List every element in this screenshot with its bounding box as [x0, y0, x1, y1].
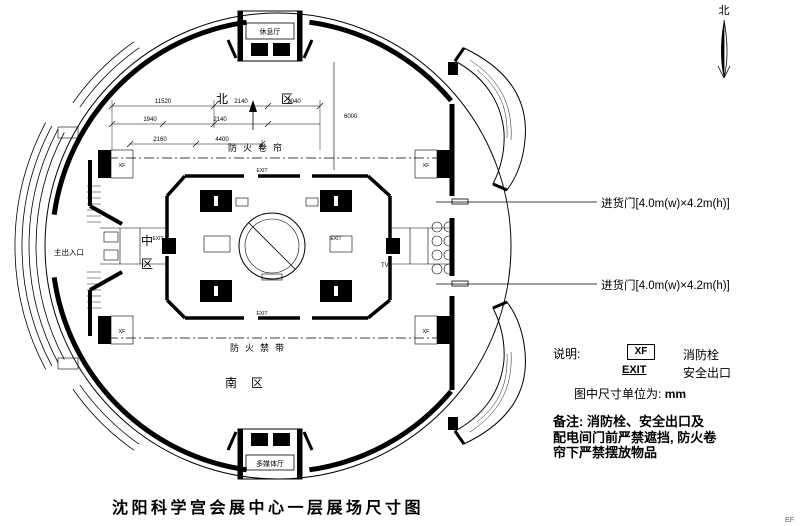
main-entrance-structure: [57, 126, 123, 370]
fire-shutter-lines: [108, 157, 448, 339]
zone-south-char1: 南: [225, 375, 237, 390]
legend-heading: 说明:: [553, 347, 581, 361]
legend-exit-symbol: EXIT: [622, 364, 647, 376]
delivery-door-annotation-1: 进货门[4.0m(w)×4.2m(h)]: [601, 198, 730, 210]
central-hall: [162, 174, 400, 320]
xf-marker: XF: [422, 329, 430, 335]
legend-xf-symbol: XF: [627, 344, 655, 360]
dim-label: 2160: [153, 137, 167, 143]
exit-marker: EXIT: [152, 236, 163, 242]
drawing-caption: 沈阳科学宫会展中心一层展场尺寸图: [112, 500, 425, 517]
upper-wing: [448, 47, 526, 192]
south-annex: 多媒体厅: [226, 428, 314, 480]
zone-north-char2: 区: [281, 92, 293, 106]
exit-marker: EXIT: [256, 168, 267, 174]
entrance-stair-hatch: [87, 185, 101, 309]
plan-north-arrow-icon: [249, 100, 257, 130]
lower-wing: [448, 300, 526, 445]
dim-label: 11520: [155, 99, 172, 105]
annotation-leader-lines: [436, 201, 597, 285]
dim-label: 6000: [344, 114, 358, 120]
building-outline-circle: [44, 12, 512, 480]
exit-marker: EXIT: [256, 311, 267, 317]
tv-marker: TV: [381, 263, 389, 269]
exit-marker: EXIT: [330, 236, 341, 242]
legend-units-label: 图中尺寸单位为:: [574, 387, 662, 401]
zone-north-char1: 北: [216, 92, 228, 106]
dim-label: 2140: [234, 99, 248, 105]
xf-marker: XF: [118, 163, 126, 169]
dim-label: 1940: [143, 117, 157, 123]
perimeter-walls: [51, 19, 454, 473]
north-annex-label: 休息厅: [260, 27, 281, 36]
dim-label: 2040: [287, 99, 301, 105]
left-canopy-arcs: [14, 41, 140, 451]
corner-mark: EF: [785, 517, 794, 524]
stair-block: [273, 433, 290, 446]
north-compass-label: 北: [719, 4, 730, 17]
zone-south-char2: 区: [251, 376, 263, 390]
stair-block: [251, 433, 268, 446]
dimension-lines: [108, 62, 335, 170]
zone-middle-char1: 中: [141, 233, 153, 248]
xf-marker: XF: [118, 329, 126, 335]
zone-middle-char2: 区: [141, 257, 153, 271]
dim-label: 4400: [215, 137, 229, 143]
corridors: [100, 227, 452, 265]
north-annex: 休息厅: [226, 10, 314, 62]
notes-line-1: 备注: 消防栓、安全出口及: [553, 414, 704, 429]
south-annex-label-box: [245, 454, 295, 471]
loading-dock: [431, 104, 469, 390]
south-annex-label: 多媒体厅: [256, 459, 284, 468]
xf-marker: XF: [422, 163, 430, 169]
stair-block: [273, 43, 290, 56]
north-compass: 北: [717, 4, 731, 79]
notes-block: 备注: 消防栓、安全出口及 配电间门前严禁遮挡, 防火卷 帘下严禁摆放物品: [553, 414, 753, 461]
stair-block: [251, 43, 268, 56]
dim-label: 2140: [213, 117, 227, 123]
fire-shutter-label: 防火卷帘: [228, 142, 288, 153]
notes-line-2: 配电间门前严禁遮挡, 防火卷: [553, 429, 717, 445]
legend-xf-desc: 消防栓: [683, 348, 720, 362]
notes-line-3: 帘下严禁摆放物品: [553, 445, 658, 460]
legend-exit-desc: 安全出口: [683, 366, 732, 380]
central-rotunda: [238, 212, 306, 280]
main-entrance-label: 主出入口: [54, 247, 84, 257]
legend-units: 图中尺寸单位为: mm: [574, 385, 686, 402]
delivery-door-annotation-2: 进货门[4.0m(w)×4.2m(h)]: [601, 280, 730, 292]
delivery-door-2: [451, 280, 469, 287]
corner-service-rooms: [98, 149, 450, 345]
room-tag-box: [57, 126, 79, 139]
room-tag-box: [57, 357, 79, 370]
north-annex-label-box: [245, 22, 295, 40]
fire-belt-label: 防火禁带: [230, 342, 290, 353]
legend-units-value: mm: [664, 387, 687, 401]
delivery-door-1: [451, 198, 469, 205]
